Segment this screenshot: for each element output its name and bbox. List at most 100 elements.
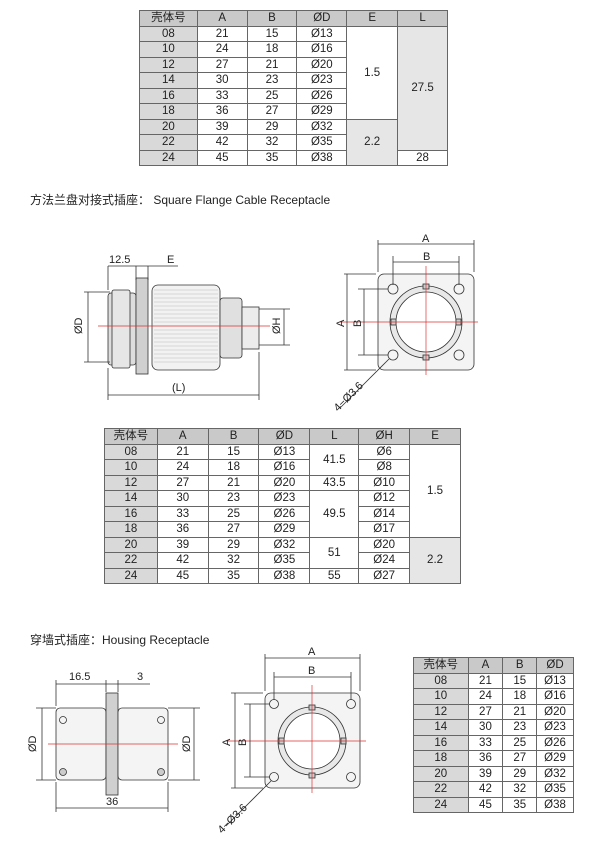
header-e: E: [409, 428, 461, 445]
cell-a: 42: [467, 781, 504, 798]
cell-l: 49.5: [309, 490, 360, 538]
cell-od: Ø32: [258, 536, 311, 553]
cell-shell: 22: [413, 781, 469, 798]
cell-b: 25: [207, 505, 260, 522]
section-heading-square-flange: 方法兰盘对接式插座： Square Flange Cable Receptacl…: [30, 193, 331, 207]
cell-shell: 22: [104, 552, 158, 569]
dim-b-left-housing: B: [237, 739, 249, 746]
cell-a: 33: [156, 505, 209, 522]
cell-a: 39: [156, 536, 209, 553]
cell-shell: 12: [413, 703, 469, 720]
dim-a-top: A: [422, 233, 430, 245]
cell-a: 24: [196, 41, 248, 58]
cell-a: 27: [467, 703, 504, 720]
table-row: 16 33 25 Ø26 Ø14: [104, 505, 461, 522]
cell-od: Ø38: [296, 149, 348, 166]
cell-b: 21: [207, 474, 260, 491]
cell-shell: 24: [413, 796, 469, 813]
cell-od: Ø20: [258, 474, 311, 491]
dim-12-5: 12.5: [109, 254, 130, 266]
dim-oh: ØH: [271, 317, 283, 334]
cell-oh: Ø24: [358, 552, 411, 569]
cell-od: Ø35: [536, 781, 574, 798]
cell-b: 27: [502, 750, 538, 767]
dim-od-right: ØD: [181, 735, 193, 752]
header-a: A: [156, 428, 209, 445]
cell-od: Ø26: [536, 734, 574, 751]
housing-front-view: [225, 654, 366, 827]
cell-od: Ø23: [258, 490, 311, 507]
cell-a: 45: [196, 149, 248, 166]
cell-e: 2.2: [409, 536, 461, 584]
dim-36: 36: [106, 796, 118, 808]
header-od: ØD: [296, 10, 348, 27]
cell-a: 45: [156, 567, 209, 584]
cell-b: 32: [246, 134, 298, 151]
cell-a: 39: [196, 118, 248, 135]
cell-shell: 20: [104, 536, 158, 553]
cell-shell: 12: [104, 474, 158, 491]
cell-oh: Ø20: [358, 536, 411, 553]
cell-b: 35: [246, 149, 298, 166]
cell-od: Ø20: [296, 56, 348, 73]
cell-b: 35: [207, 567, 260, 584]
cell-od: Ø20: [536, 703, 574, 720]
cell-b: 23: [207, 490, 260, 507]
cell-a: 21: [156, 443, 209, 460]
table-row: 24 45 35 Ø38 55 Ø27: [104, 567, 461, 584]
cell-shell: 24: [139, 149, 198, 166]
header-od: ØD: [536, 657, 574, 674]
cell-od: Ø26: [258, 505, 311, 522]
cell-shell: 08: [139, 25, 198, 42]
cell-a: 45: [467, 796, 504, 813]
dim-e: E: [167, 254, 174, 266]
spec-table-2: 壳体号 A B ØD L ØH E 08 21 15 Ø13 41.5 Ø6 1…: [104, 428, 461, 584]
table-row: 14 30 23 Ø23: [139, 72, 448, 89]
table-row: 18 36 27 Ø29 Ø17: [104, 521, 461, 538]
table-row: 14 30 23 Ø23 49.5 Ø12: [104, 490, 461, 538]
cell-a: 27: [156, 474, 209, 491]
cell-shell: 22: [139, 134, 198, 151]
housing-side-view: [36, 680, 200, 812]
cell-b: 15: [502, 672, 538, 689]
cell-l: 43.5: [309, 474, 360, 491]
cell-shell: 14: [104, 490, 158, 507]
header-od: ØD: [258, 428, 311, 445]
cell-a: 30: [156, 490, 209, 507]
table-row: 08 21 15 Ø13 41.5 Ø6 1.5: [104, 443, 461, 538]
cell-e: 2.2: [346, 118, 399, 166]
dim-b-top: B: [423, 251, 430, 263]
cell-b: 18: [246, 41, 298, 58]
cell-b: 25: [502, 734, 538, 751]
cell-b: 21: [502, 703, 538, 720]
header-a: A: [196, 10, 248, 27]
header-b: B: [502, 657, 538, 674]
cell-od: Ø29: [536, 750, 574, 767]
cell-shell: 24: [104, 567, 158, 584]
cell-shell: 14: [413, 719, 469, 736]
cell-shell: 14: [139, 72, 198, 89]
cell-shell: 10: [104, 459, 158, 476]
table-row: 22 42 32 Ø35 Ø24: [104, 552, 461, 569]
header-a: A: [467, 657, 504, 674]
dim-16-5: 16.5: [69, 671, 90, 683]
header-oh: ØH: [358, 428, 411, 445]
dim-b-top-housing: B: [308, 665, 315, 677]
header-shell-no: 壳体号: [104, 428, 158, 445]
table-row: 22 42 32 Ø35: [139, 134, 448, 151]
header-l: L: [309, 428, 360, 445]
header-b: B: [207, 428, 260, 445]
table-row: 24 45 35 Ø38 28: [139, 149, 448, 166]
dim-3: 3: [137, 671, 143, 683]
cell-shell: 18: [104, 521, 158, 538]
cell-od: Ø16: [258, 459, 311, 476]
cell-b: 29: [502, 765, 538, 782]
cell-l: 41.5: [309, 443, 360, 476]
cell-a: 36: [467, 750, 504, 767]
section-heading-housing: 穿墙式插座：Housing Receptacle: [30, 633, 210, 647]
